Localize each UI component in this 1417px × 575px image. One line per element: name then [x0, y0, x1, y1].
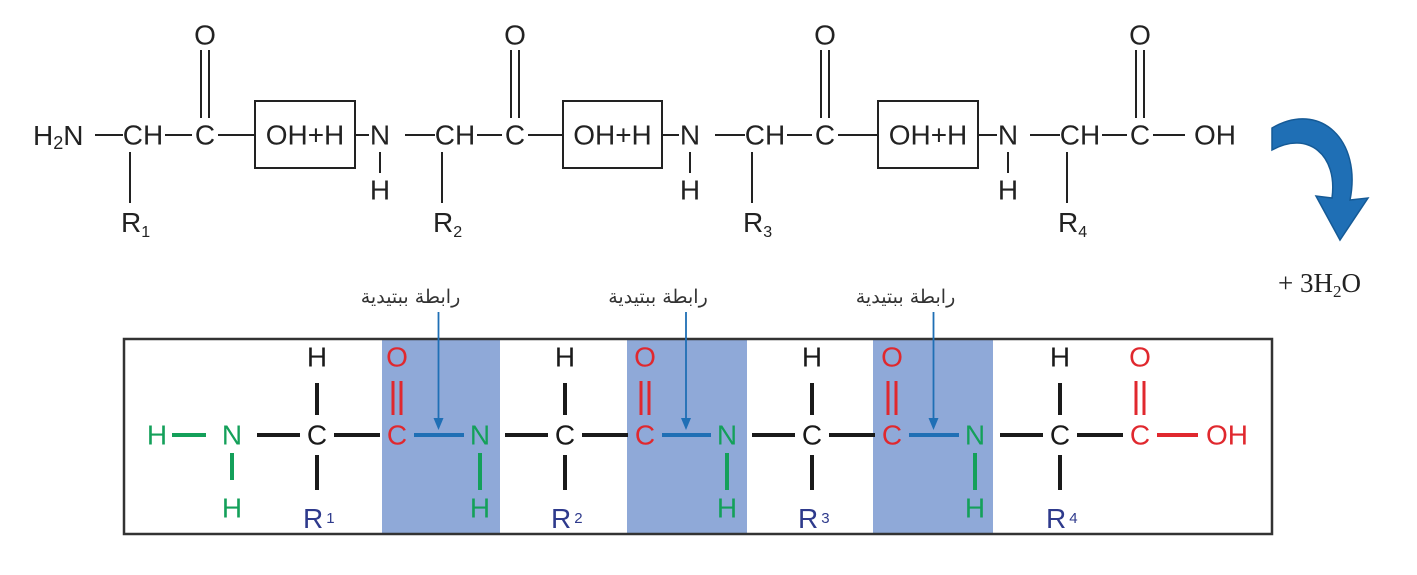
water-byproduct: + 3H2O	[1278, 268, 1361, 301]
amide-nitrogen: N	[370, 120, 390, 151]
carbonyl-carbon: C	[1130, 120, 1150, 151]
amide-nitrogen: N	[680, 120, 700, 151]
amide-hydrogen: H	[370, 175, 390, 206]
amine-n: N	[63, 120, 83, 151]
r-subscript: 2	[453, 224, 462, 241]
alpha-hydrogen: H	[802, 342, 822, 373]
r-letter: R	[1058, 207, 1078, 238]
carbonyl-carbon: C	[1130, 420, 1150, 451]
carbonyl-oxygen: O	[881, 342, 903, 373]
amine-h: H	[33, 120, 53, 151]
r-group-label: R2	[433, 207, 462, 241]
carbonyl-carbon: C	[635, 420, 655, 451]
peptide-bond-label: رابطة ببتيدية	[361, 286, 461, 308]
carbonyl-oxygen: O	[634, 342, 656, 373]
carbonyl-oxygen: O	[814, 20, 836, 51]
r-letter: R	[121, 207, 141, 238]
amide-hydrogen: H	[717, 493, 737, 524]
amide-hydrogen: H	[965, 493, 985, 524]
r-letter: R	[433, 207, 453, 238]
carbonyl-oxygen: O	[386, 342, 408, 373]
amine-hydrogen: H	[222, 493, 242, 524]
carbonyl-oxygen: O	[504, 20, 526, 51]
carbonyl-carbon: C	[882, 420, 902, 451]
alpha-carbon: C	[802, 420, 822, 451]
r-letter: R	[303, 503, 323, 534]
terminal-oh: OH	[1194, 120, 1236, 151]
curved-arrow-icon	[1271, 118, 1370, 242]
water-prefix: + 3H	[1278, 268, 1333, 298]
oh-plus-h-label: OH+H	[889, 120, 968, 151]
carbonyl-oxygen: O	[194, 20, 216, 51]
alpha-carbon: C	[1050, 420, 1070, 451]
ch-group: CH	[745, 120, 785, 151]
amide-hydrogen: H	[998, 175, 1018, 206]
r-group-label: R1	[121, 207, 150, 241]
amide-nitrogen: N	[998, 120, 1018, 151]
r-letter: R	[743, 207, 763, 238]
r-group-label: R4	[1058, 207, 1087, 241]
carbonyl-oxygen: O	[1129, 342, 1151, 373]
r-subscript: 4	[1078, 224, 1087, 241]
carbonyl-carbon: C	[505, 120, 525, 151]
water-suffix: O	[1341, 268, 1361, 298]
oh-plus-h-label: OH+H	[573, 120, 652, 151]
r-letter: R	[798, 503, 818, 534]
amide-nitrogen: N	[470, 420, 490, 451]
peptide-bond-label: رابطة ببتيدية	[608, 286, 708, 308]
alpha-carbon: C	[555, 420, 575, 451]
r-subscript: 3	[763, 224, 772, 241]
arrowhead-icon	[433, 418, 444, 430]
oh-plus-h-label: OH+H	[266, 120, 345, 151]
amide-hydrogen: H	[470, 493, 490, 524]
r-subscript: 1	[141, 224, 150, 241]
r-subscript: 1	[326, 510, 334, 527]
peptide-bond-label: رابطة ببتيدية	[856, 286, 956, 308]
arrowhead-icon	[681, 418, 691, 430]
r-letter: R	[1046, 503, 1066, 534]
carbonyl-carbon: C	[815, 120, 835, 151]
polypeptide-frame	[122, 337, 1274, 536]
amide-nitrogen: N	[965, 420, 985, 451]
r-subscript: 4	[1069, 510, 1077, 527]
amide-nitrogen: N	[717, 420, 737, 451]
alpha-hydrogen: H	[1050, 342, 1070, 373]
r-group-label: R3	[743, 207, 772, 241]
alpha-carbon: C	[307, 420, 327, 451]
amine-subscript: 2	[53, 133, 63, 153]
ch-group: CH	[1060, 120, 1100, 151]
r-letter: R	[551, 503, 571, 534]
alpha-hydrogen: H	[555, 342, 575, 373]
r-subscript: 2	[574, 510, 582, 527]
terminal-hydrogen: H	[147, 420, 167, 451]
terminal-oh: OH	[1206, 420, 1248, 451]
ch-group: CH	[123, 120, 163, 151]
carbonyl-carbon: C	[387, 420, 407, 451]
alpha-hydrogen: H	[307, 342, 327, 373]
carbonyl-carbon: C	[195, 120, 215, 151]
r-subscript: 3	[821, 510, 829, 527]
amine-nitrogen: N	[222, 420, 242, 451]
amine-group: H2N	[33, 120, 83, 154]
amide-hydrogen: H	[680, 175, 700, 206]
water-subscript: 2	[1333, 282, 1342, 301]
arrowhead-icon	[928, 418, 939, 430]
carbonyl-oxygen: O	[1129, 20, 1151, 51]
ch-group: CH	[435, 120, 475, 151]
